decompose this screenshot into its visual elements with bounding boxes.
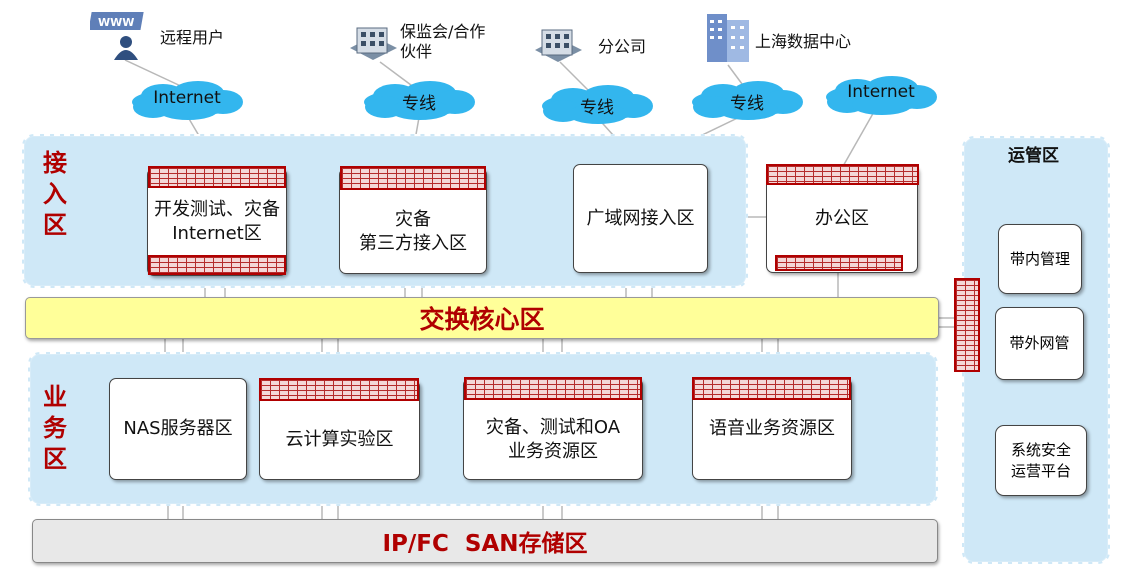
partner-label: 保监会/合作 伙伴 bbox=[400, 22, 486, 61]
cloud-line-2: 专线 bbox=[538, 84, 656, 126]
cloud-label: Internet bbox=[153, 88, 221, 108]
outband-management: 带外网管 bbox=[995, 307, 1084, 380]
cloud-lab-label: 云计算实验区 bbox=[285, 429, 394, 450]
cloud-line-3: 专线 bbox=[688, 80, 806, 122]
core-switching-label: 交换核心区 bbox=[419, 305, 545, 334]
cloud-label: 专线 bbox=[730, 94, 764, 114]
firewall-icon bbox=[259, 378, 419, 401]
nas-server-label: NAS服务器区 bbox=[123, 418, 233, 439]
dr-test-oa-label: 灾备、测试和OA 业务资源区 bbox=[485, 417, 621, 462]
cloud-icon bbox=[132, 81, 243, 120]
datacenter-building-icon bbox=[707, 14, 749, 62]
wan-access-label: 广域网接入区 bbox=[586, 207, 695, 229]
inband-management: 带内管理 bbox=[998, 224, 1082, 294]
storage-zone: IP/FC SAN存储区 bbox=[32, 519, 938, 563]
cloud-icon bbox=[692, 81, 803, 120]
firewall-icon bbox=[340, 166, 486, 190]
office-label: 办公区 bbox=[815, 208, 869, 229]
svg-text:WWW: WWW bbox=[98, 16, 134, 29]
remote-user-label: 远程用户 bbox=[160, 28, 225, 47]
cloud-icon bbox=[364, 81, 475, 120]
cloud-label: Internet bbox=[847, 82, 915, 102]
shanghai-dc-label: 上海数据中心 bbox=[755, 32, 852, 51]
cloud-internet-1: Internet bbox=[128, 80, 246, 122]
firewall-icon bbox=[148, 166, 286, 188]
devtest-internet-label: 开发测试、灾备 Internet区 bbox=[154, 199, 280, 244]
firewall-icon bbox=[464, 377, 642, 400]
inband-management-label: 带内管理 bbox=[1009, 249, 1070, 268]
firewall-icon bbox=[775, 255, 903, 271]
business-zone-title: 业 务 区 bbox=[43, 383, 67, 473]
core-switching-zone: 交换核心区 bbox=[25, 297, 939, 339]
firewall-icon bbox=[692, 377, 851, 400]
ops-zone-title: 运管区 bbox=[1008, 146, 1059, 166]
remote-user-icon: WWW bbox=[90, 12, 144, 60]
dr-third-party-label: 灾备 第三方接入区 bbox=[359, 209, 467, 254]
cloud-icon bbox=[826, 76, 937, 115]
firewall-icon bbox=[148, 255, 286, 275]
branch-label: 分公司 bbox=[598, 37, 647, 56]
cloud-label: 专线 bbox=[580, 98, 614, 118]
voice-resource-label: 语音业务资源区 bbox=[709, 418, 835, 439]
cloud-label: 专线 bbox=[402, 94, 436, 114]
nas-server-zone: NAS服务器区 bbox=[109, 378, 247, 480]
cloud-internet-2: Internet bbox=[822, 75, 940, 117]
branch-building-icon bbox=[535, 29, 582, 62]
access-zone-title: 接 入 区 bbox=[43, 149, 67, 239]
partner-building-icon bbox=[350, 27, 397, 60]
firewall-icon bbox=[766, 164, 919, 185]
security-ops-platform-label: 系统安全 运营平台 bbox=[1010, 440, 1071, 480]
outband-management-label: 带外网管 bbox=[1009, 334, 1070, 352]
cloud-line-1: 专线 bbox=[360, 80, 478, 122]
security-ops-platform: 系统安全 运营平台 bbox=[995, 425, 1087, 496]
cloud-icon bbox=[542, 85, 653, 124]
storage-label: IP/FC SAN存储区 bbox=[382, 531, 588, 557]
wan-access-zone: 广域网接入区 bbox=[573, 164, 708, 273]
firewall-icon bbox=[954, 278, 980, 372]
